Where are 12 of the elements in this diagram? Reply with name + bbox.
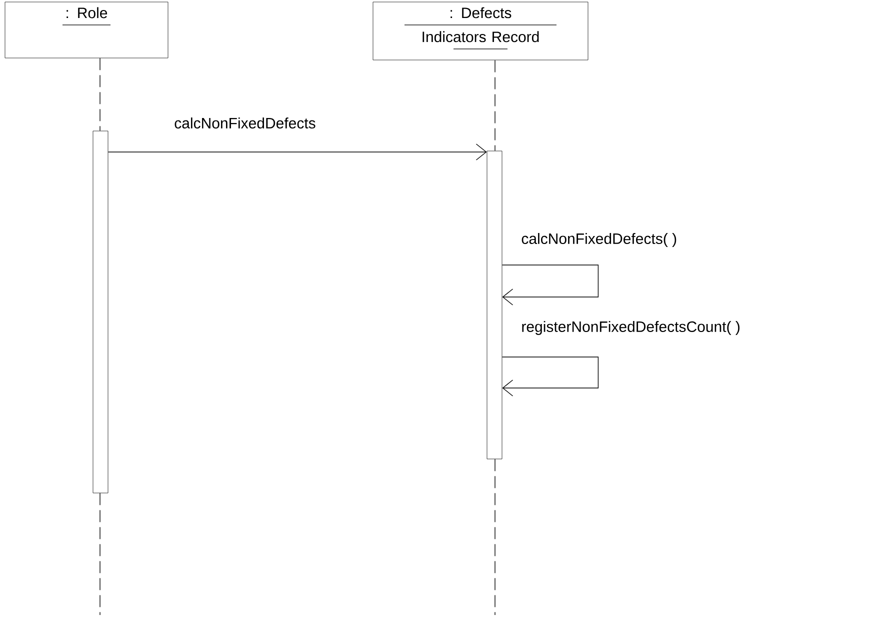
activation-bar [486, 150, 502, 460]
object-box: : Defects Indicators Record [372, 2, 588, 60]
self-message-arrow [502, 264, 599, 306]
message-label: calcNonFixedDefects [174, 117, 316, 128]
message-label: calcNonFixedDefects( ) [522, 233, 676, 247]
self-message-arrow [502, 356, 599, 396]
object-box: : Role [4, 2, 168, 58]
message-arrow [108, 144, 487, 160]
lifeline [494, 458, 496, 616]
activation-bar [92, 130, 108, 494]
message-label: registerNonFixedDefectsCount( ) [522, 321, 740, 335]
lifeline [494, 60, 496, 152]
